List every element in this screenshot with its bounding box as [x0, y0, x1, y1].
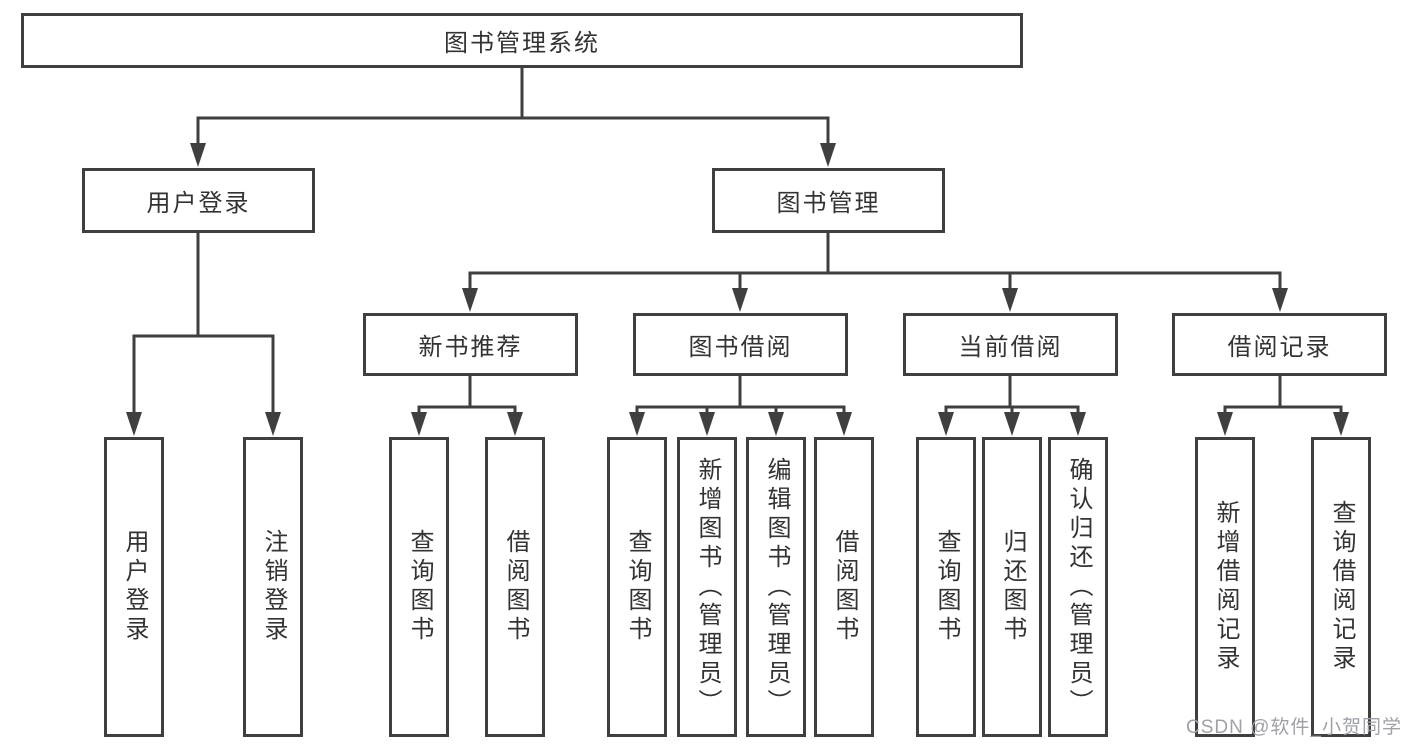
- node-label: 图书管理: [776, 190, 881, 217]
- leaf-label: 确认归还（管理员）: [1065, 456, 1092, 718]
- connector-borrow-records-branch: [1217, 376, 1349, 436]
- node-user-login: 用户登录: [82, 168, 315, 233]
- leaf-borrow-books-recommend: 借阅图书: [485, 437, 545, 737]
- leaf-label: 查询借阅记录: [1328, 500, 1355, 674]
- node-book-management: 图书管理: [712, 168, 945, 233]
- leaf-borrow-books: 借阅图书: [814, 437, 874, 737]
- leaf-add-books-admin: 新增图书（管理员）: [677, 437, 737, 737]
- csdn-watermark: CSDN @软件_小贺同学: [1186, 717, 1402, 738]
- node-book-borrow: 图书借阅: [633, 313, 848, 376]
- leaf-query-books-recommend: 查询图书: [389, 437, 449, 737]
- node-label: 当前借阅: [958, 334, 1063, 361]
- leaf-confirm-return-admin: 确认归还（管理员）: [1048, 437, 1108, 737]
- connector-root-to-level2: [190, 68, 836, 167]
- node-new-book-recommend: 新书推荐: [363, 313, 578, 376]
- leaf-label: 新增图书（管理员）: [694, 456, 721, 718]
- leaf-label: 新增借阅记录: [1212, 500, 1239, 674]
- leaf-add-borrow-record: 新增借阅记录: [1195, 437, 1255, 737]
- node-label: 图书管理系统: [444, 30, 600, 57]
- leaf-label: 用户登录: [121, 529, 148, 645]
- leaf-label: 归还图书: [999, 529, 1026, 645]
- leaf-label: 查询图书: [933, 529, 960, 645]
- leaf-query-books-current: 查询图书: [916, 437, 976, 737]
- connector-current-borrow-branch: [938, 376, 1086, 436]
- node-current-borrow: 当前借阅: [903, 313, 1118, 376]
- connector-book-management-branch: [462, 233, 1288, 312]
- leaf-label: 查询图书: [624, 529, 651, 645]
- node-label: 图书借阅: [688, 334, 793, 361]
- leaf-label: 借阅图书: [502, 529, 529, 645]
- leaf-logout: 注销登录: [243, 437, 303, 737]
- leaf-return-books: 归还图书: [982, 437, 1042, 737]
- leaf-edit-books-admin: 编辑图书（管理员）: [746, 437, 806, 737]
- leaf-label: 注销登录: [260, 529, 287, 645]
- leaf-query-borrow-record: 查询借阅记录: [1311, 437, 1371, 737]
- leaf-user-login: 用户登录: [104, 437, 164, 737]
- connector-new-book-branch: [411, 376, 523, 436]
- node-label: 借阅记录: [1227, 334, 1332, 361]
- leaf-label: 借阅图书: [831, 529, 858, 645]
- leaf-label: 查询图书: [406, 529, 433, 645]
- leaf-label: 编辑图书（管理员）: [763, 456, 790, 718]
- connector-user-login-branch: [126, 233, 281, 436]
- node-root-system: 图书管理系统: [21, 13, 1023, 68]
- connector-book-borrow-branch: [629, 376, 852, 436]
- node-label: 用户登录: [146, 190, 251, 217]
- leaf-query-books-borrow: 查询图书: [607, 437, 667, 737]
- node-label: 新书推荐: [418, 334, 523, 361]
- node-borrow-records: 借阅记录: [1172, 313, 1387, 376]
